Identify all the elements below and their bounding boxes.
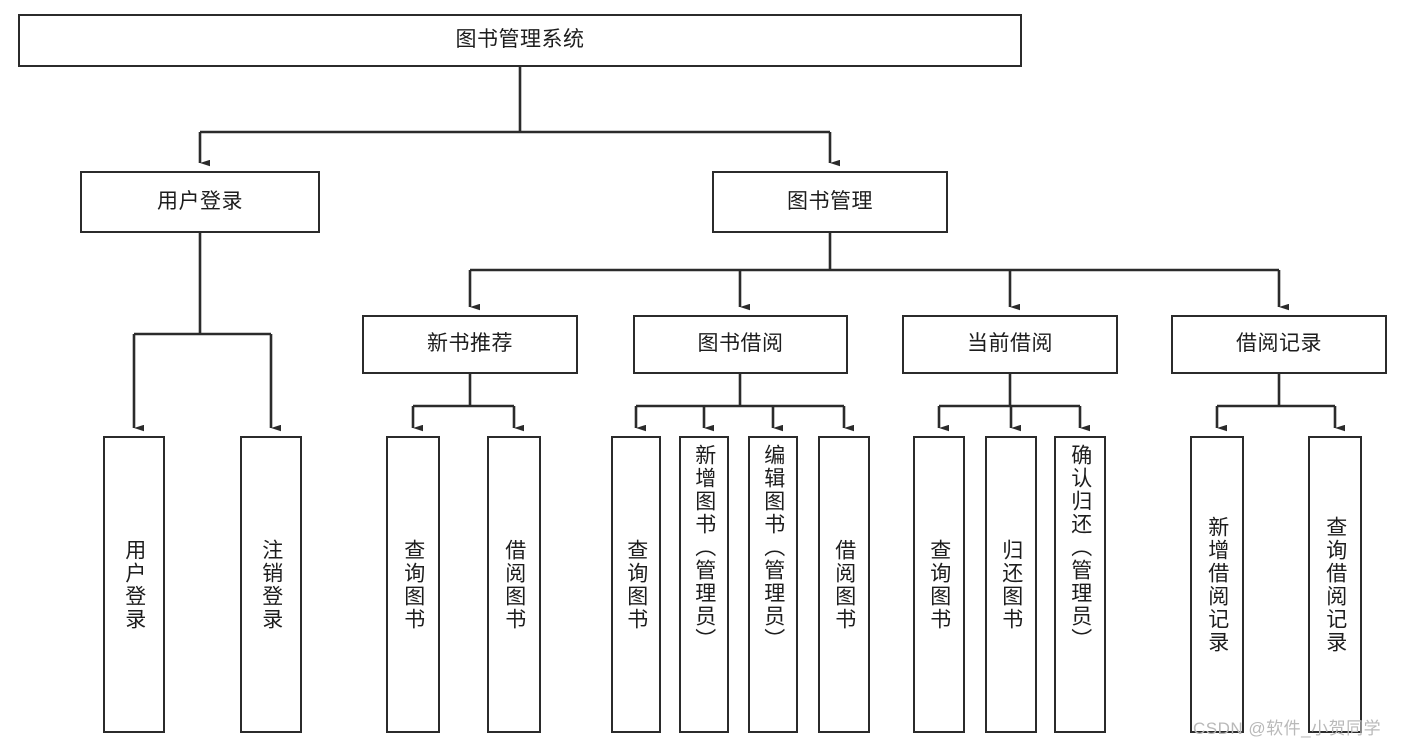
node-root[interactable]: 图书管理系统: [18, 14, 1022, 67]
node-new-book-recommend[interactable]: 新书推荐: [362, 315, 578, 374]
node-user-login[interactable]: 用户登录: [80, 171, 320, 233]
node-book-borrow-label: 图书借阅: [697, 332, 784, 356]
leaf-return-book[interactable]: 归还图书: [985, 436, 1037, 733]
leaf-add-borrow-record-label: 新增借阅记录: [1205, 515, 1229, 654]
node-new-book-recommend-label: 新书推荐: [427, 332, 513, 356]
edge-group-book-mgmt: [468, 233, 1289, 311]
edge-group-current: [937, 374, 1090, 432]
node-borrow-records[interactable]: 借阅记录: [1171, 315, 1387, 374]
leaf-query-book-current[interactable]: 查询图书: [913, 436, 965, 733]
node-user-login-label: 用户登录: [157, 189, 243, 213]
leaf-query-book-borrow-label: 查询图书: [624, 538, 648, 631]
node-book-borrow[interactable]: 图书借阅: [633, 315, 848, 374]
leaf-add-book-admin[interactable]: 新增图书（管理员）: [679, 436, 729, 733]
leaf-confirm-return-admin[interactable]: 确认归还（管理员）: [1054, 436, 1106, 733]
edge-group-root: [198, 67, 840, 167]
leaf-logout[interactable]: 注销登录: [240, 436, 302, 733]
edge-group-borrow: [634, 374, 854, 432]
leaf-borrow-book[interactable]: 借阅图书: [818, 436, 870, 733]
leaf-query-borrow-record-label: 查询借阅记录: [1323, 515, 1347, 654]
edge-group-user-login: [132, 233, 281, 432]
node-current-borrow[interactable]: 当前借阅: [902, 315, 1118, 374]
node-book-management[interactable]: 图书管理: [712, 171, 948, 233]
leaf-borrow-book-new-label: 借阅图书: [502, 538, 526, 631]
node-current-borrow-label: 当前借阅: [967, 332, 1053, 356]
node-book-management-label: 图书管理: [787, 189, 873, 213]
leaf-borrow-book-new[interactable]: 借阅图书: [487, 436, 541, 733]
leaf-query-borrow-record[interactable]: 查询借阅记录: [1308, 436, 1362, 733]
leaf-query-book-borrow[interactable]: 查询图书: [611, 436, 661, 733]
leaf-add-book-admin-label: 新增图书（管理员）: [692, 444, 716, 651]
leaf-query-book-new[interactable]: 查询图书: [386, 436, 440, 733]
node-root-label: 图书管理系统: [455, 28, 585, 52]
leaf-edit-book-admin-label: 编辑图书（管理员）: [761, 444, 785, 651]
edge-group-records: [1215, 374, 1345, 432]
leaf-query-book-current-label: 查询图书: [927, 538, 951, 631]
leaf-edit-book-admin[interactable]: 编辑图书（管理员）: [748, 436, 798, 733]
leaf-user-login[interactable]: 用户登录: [103, 436, 165, 733]
leaf-query-book-new-label: 查询图书: [401, 538, 425, 631]
leaf-confirm-return-admin-label: 确认归还（管理员）: [1068, 444, 1092, 651]
node-borrow-records-label: 借阅记录: [1236, 332, 1322, 356]
leaf-logout-label: 注销登录: [259, 538, 283, 631]
leaf-user-login-label: 用户登录: [122, 538, 146, 631]
leaf-add-borrow-record[interactable]: 新增借阅记录: [1190, 436, 1244, 733]
leaf-borrow-book-label: 借阅图书: [832, 538, 856, 631]
csdn-watermark: CSDN @软件_小贺同学: [1193, 719, 1382, 738]
leaf-return-book-label: 归还图书: [999, 538, 1023, 631]
edge-group-new-book: [411, 374, 524, 432]
